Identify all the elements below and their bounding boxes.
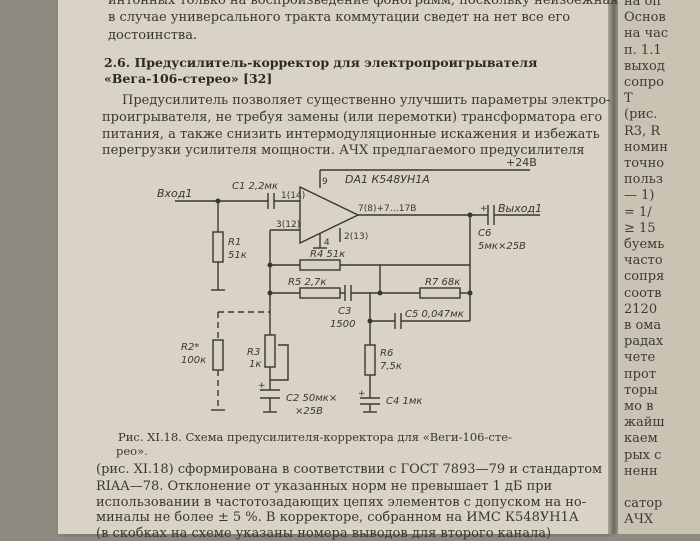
right-page-text-fragment: 2120 [624, 301, 658, 317]
r2-value: 100к [181, 355, 206, 366]
right-page-text-fragment: Т [624, 91, 633, 107]
pin-label: 1(14) [281, 191, 305, 201]
right-page-text-fragment: чете [624, 350, 656, 366]
right-page-text-fragment: радах [624, 334, 664, 350]
text-line: интонных только на воспроизведение фоног… [108, 0, 619, 8]
book-gutter [608, 0, 620, 534]
right-page-text-fragment: торы [624, 382, 658, 398]
right-page-text-fragment: номин [624, 139, 668, 155]
right-page-text-fragment: на час [624, 26, 669, 42]
r3-value: 1к [249, 359, 261, 370]
paragraph-line: (в скобках на схеме указаны номера вывод… [96, 526, 552, 541]
right-page-text-fragment: точно [624, 156, 665, 171]
input-label: Вход1 [157, 187, 192, 200]
right-page-text-fragment: R3, R [624, 123, 661, 139]
c2-label: C2 50мк× [286, 393, 337, 404]
r3-label: R3 [247, 347, 260, 358]
paragraph-line: миналы не более ± 5 %. В корректоре, соб… [96, 510, 579, 525]
r6-label: R6 [380, 348, 393, 359]
paragraph-line: Предусилитель позволяет существенно улуч… [122, 93, 611, 108]
c1-label: C1 2,2мк [232, 181, 278, 192]
right-page-text-fragment: п. 1.1 [624, 42, 662, 58]
figure-caption: Рис. XI.18. Схема предусилителя-корректо… [118, 430, 512, 444]
right-page-text-fragment: польз [624, 172, 663, 188]
right-page-text-fragment: рых с [624, 447, 662, 463]
plus-mark: + [480, 204, 488, 214]
right-page-text-fragment: сатор [624, 496, 663, 512]
right-page-text-fragment: каем [624, 431, 658, 447]
right-page-text-fragment: выход [624, 58, 665, 74]
plus-mark: + [358, 389, 366, 399]
c5-label: C5 0,047мк [405, 309, 464, 320]
right-page-text-fragment: = 1/ [624, 204, 652, 220]
paragraph-line: перегрузки усилителя мощности. АЧХ предл… [102, 143, 585, 158]
r4-label: R4 51к [310, 249, 345, 260]
right-page-text-fragment: сопро [624, 75, 664, 90]
r6-value: 7,5к [380, 361, 402, 372]
paragraph-line: (рис. XI.18) сформирована в соответствии… [96, 462, 603, 477]
c3-label: C3 [338, 306, 351, 317]
pin-label: 4 [324, 238, 330, 248]
right-page-text-fragment: Основ [624, 10, 666, 26]
right-page-text-fragment: прот [624, 366, 657, 382]
output-label: Выход1 [498, 202, 542, 215]
right-page-text-fragment: в ома [624, 318, 662, 333]
plus-mark: + [258, 381, 266, 391]
right-page-text-fragment: — 1) [624, 188, 655, 204]
paragraph-line: RIAA—78. Отклонение от указанных норм не… [96, 479, 553, 494]
c6-label: C6 [478, 228, 491, 239]
right-page-text-fragment: АЧХ [624, 512, 654, 528]
r7-label: R7 68к [425, 277, 460, 288]
right-page-text-fragment: буемь [624, 237, 665, 252]
circuit-schematic: +24В Вход1 Выход1 DA1 К548УН1А 9 1(14) 3… [157, 156, 542, 417]
figure-caption-line2: рео». [116, 444, 148, 458]
c6-value: 5мк×25В [478, 241, 526, 252]
paragraph-line: использовании в частотозадающих цепях эл… [96, 495, 587, 510]
r5-label: R5 2,7к [288, 277, 326, 288]
c4-label: C4 1мк [386, 396, 422, 407]
r1-value: 51к [228, 250, 247, 261]
right-page-text-fragment: соотв [624, 285, 662, 301]
paragraph-line: питания, а также снизить интермодуляцион… [102, 127, 600, 142]
pin-label: 9 [322, 177, 328, 187]
pin-label: 7(8)+7…17В [358, 204, 416, 214]
section-title-line2: «Вега-106-стерео» [32] [104, 71, 273, 86]
pin-label: 2(13) [344, 232, 368, 242]
right-page-text-fragment: (рис. [624, 107, 658, 123]
section-title: 2.6. Предусилитель-корректор для электро… [104, 55, 538, 70]
book-page-left [58, 0, 610, 534]
right-page-text-fragment: часто [624, 253, 663, 269]
text-line: достоинства. [108, 28, 198, 43]
ic-label: DA1 К548УН1А [345, 173, 430, 186]
right-page-text-fragment: ненн [624, 463, 658, 479]
r1-label: R1 [228, 237, 241, 248]
c2-value: ×25В [295, 406, 323, 417]
right-page-text-fragment: мо в [624, 399, 654, 414]
c3-value: 1500 [330, 319, 355, 330]
right-page-text-fragment: сопря [624, 269, 665, 285]
pin-label: 3(12) [276, 220, 300, 230]
right-page-text-fragment: на оп [624, 0, 662, 9]
r2-label: R2* [181, 342, 199, 353]
right-page-text-fragment: ≥ 15 [624, 220, 656, 236]
paragraph-line: проигрывателя, не требуя замены (или пер… [102, 110, 603, 125]
text-line: в случае универсального тракта коммутаци… [108, 10, 571, 25]
right-page-text-fragment: жайш [624, 415, 665, 431]
supply-label: +24В [506, 156, 537, 169]
